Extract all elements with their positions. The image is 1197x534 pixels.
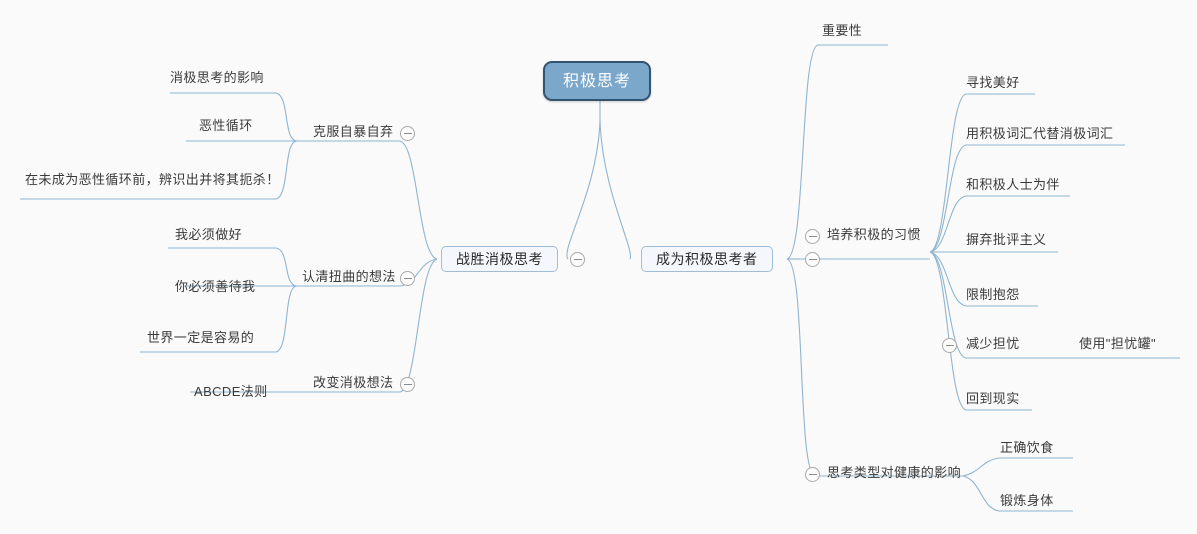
branch-node-become-positive-thinker[interactable]: 成为积极思考者 <box>641 246 773 272</box>
node-limit-complaints[interactable]: 限制抱怨 <box>966 287 1020 302</box>
node-reduce-worry[interactable]: 减少担忧 <box>966 336 1020 351</box>
collapse-toggle-minus-icon-overcome-self-destruction[interactable] <box>400 126 415 141</box>
node-eat-properly[interactable]: 正确饮食 <box>1000 440 1054 455</box>
node-use-worry-jar[interactable]: 使用"担忧罐" <box>1079 336 1157 351</box>
node-world-must-be-easy[interactable]: 世界一定是容易的 <box>147 330 255 345</box>
collapse-toggle-minus-icon-right-branch[interactable] <box>805 252 820 267</box>
node-vicious-cycle[interactable]: 恶性循环 <box>199 118 253 133</box>
node-recognize-distorted-thoughts[interactable]: 认清扭曲的想法 <box>302 269 396 284</box>
node-cultivate-positive-habits[interactable]: 培养积极的习惯 <box>827 227 921 242</box>
node-abcde-principle[interactable]: ABCDE法则 <box>194 384 268 399</box>
node-thinking-type-health-impact[interactable]: 思考类型对健康的影响 <box>827 465 962 480</box>
node-overcome-self-destruction[interactable]: 克服自暴自弃 <box>313 124 394 139</box>
node-change-negative-thoughts[interactable]: 改变消极想法 <box>313 375 394 390</box>
node-replace-negative-words[interactable]: 用积极词汇代替消极词汇 <box>966 126 1114 141</box>
collapse-toggle-minus-icon-cultivate-positive-habits[interactable] <box>805 229 820 244</box>
collapse-toggle-minus-icon-reduce-worry[interactable] <box>942 338 957 353</box>
node-back-to-reality[interactable]: 回到现实 <box>966 391 1020 406</box>
branch-node-overcome-negative-thinking[interactable]: 战胜消极思考 <box>441 246 558 272</box>
node-company-of-positive-people[interactable]: 和积极人士为伴 <box>966 177 1060 192</box>
node-importance[interactable]: 重要性 <box>822 23 863 38</box>
collapse-toggle-minus-icon-left-branch[interactable] <box>570 252 585 267</box>
node-you-must-treat-me-well[interactable]: 你必须善待我 <box>175 279 256 294</box>
node-i-must-do-well[interactable]: 我必须做好 <box>175 227 243 242</box>
root-node[interactable]: 积极思考 <box>543 61 652 101</box>
node-exercise-body[interactable]: 锻炼身体 <box>1000 493 1054 508</box>
node-kill-before-vicious-cycle[interactable]: 在未成为恶性循环前，辨识出并将其扼杀！ <box>25 172 280 187</box>
node-find-beauty[interactable]: 寻找美好 <box>966 75 1020 90</box>
collapse-toggle-minus-icon-change-negative-thoughts[interactable] <box>400 377 415 392</box>
collapse-toggle-minus-icon-thinking-type-health-impact[interactable] <box>805 467 820 482</box>
collapse-toggle-minus-icon-recognize-distorted-thoughts[interactable] <box>400 271 415 286</box>
node-effects-of-negative-thinking[interactable]: 消极思考的影响 <box>170 70 264 85</box>
node-abandon-criticism[interactable]: 摒弃批评主义 <box>966 232 1047 247</box>
